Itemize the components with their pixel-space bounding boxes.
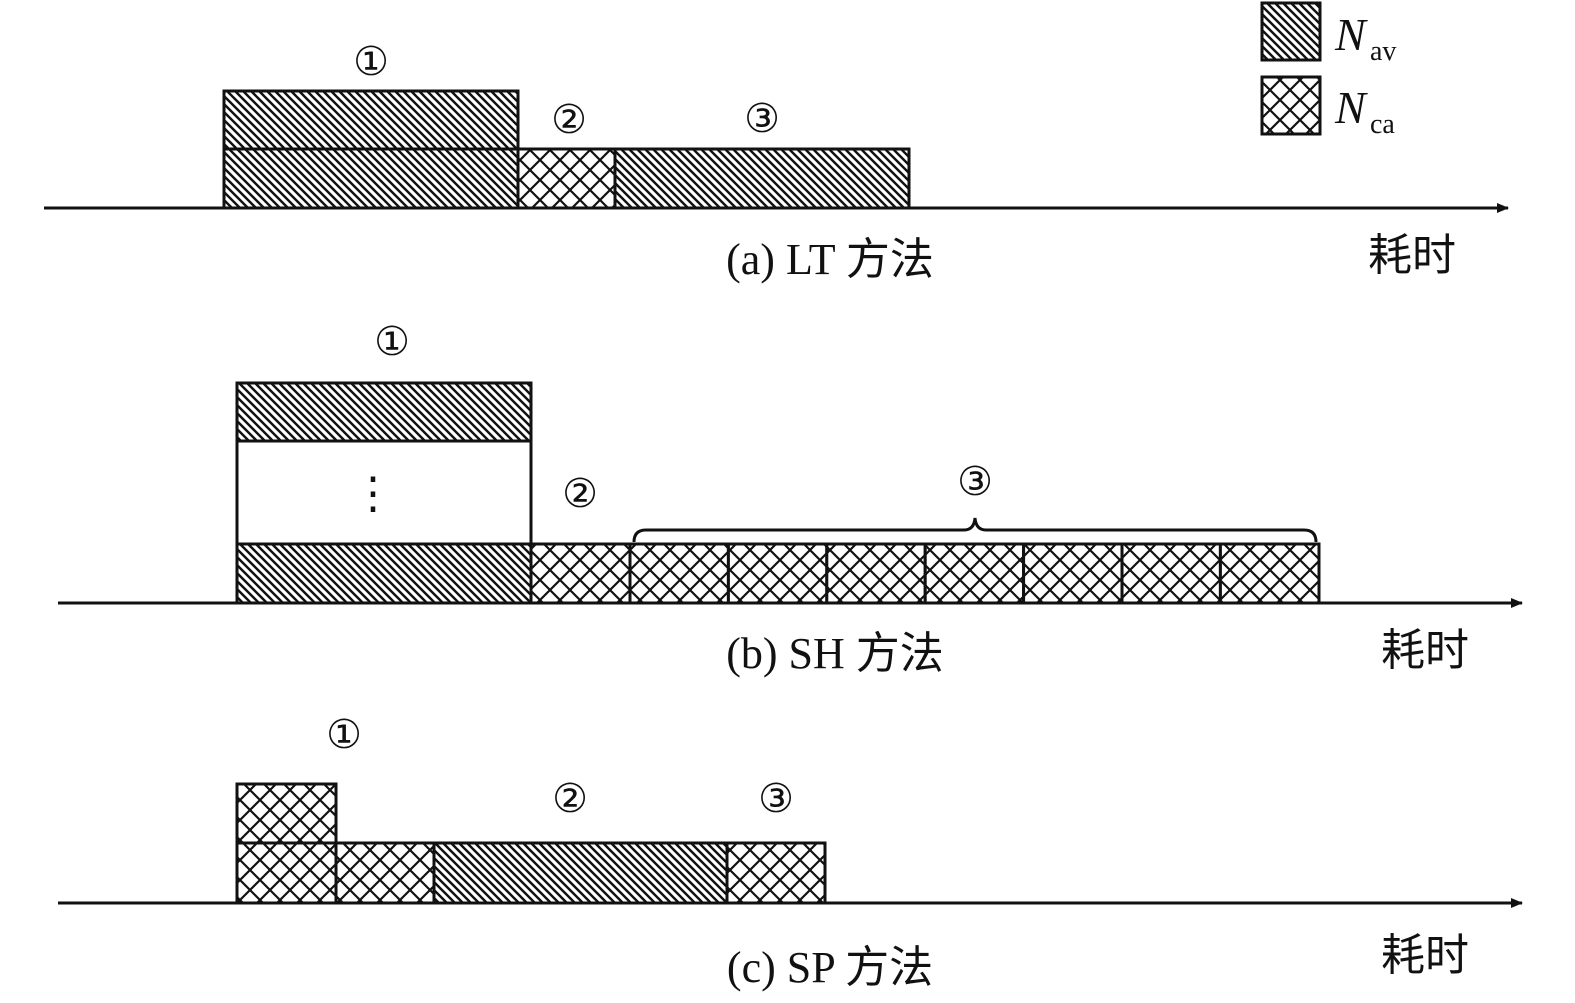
lt-ca-block xyxy=(516,147,617,210)
lt-step-2: ② xyxy=(551,97,587,143)
sp-ca-block xyxy=(235,841,338,905)
sh-ca-repeat-block xyxy=(1218,542,1321,605)
legend-ca-swatch xyxy=(1260,75,1322,136)
sh-axis-label: 耗时 xyxy=(1381,626,1469,675)
sh-step-3: ③ xyxy=(957,459,993,505)
sp-ca-block-top xyxy=(235,782,338,845)
legend-ca-subscript: ca xyxy=(1370,109,1395,140)
sh-ca-repeat-block xyxy=(825,542,927,605)
lt-av-block-2 xyxy=(613,147,911,210)
sh-av-block-top xyxy=(235,381,533,443)
sh-ellipsis: ⋮ xyxy=(351,469,395,518)
lt-step-3: ③ xyxy=(744,96,780,142)
sh-ca-repeat-block xyxy=(1022,542,1124,605)
sh-step-2: ② xyxy=(562,471,598,517)
sp-ca-block-3 xyxy=(725,841,827,905)
sh-omitted-blocks xyxy=(235,439,533,546)
legend: N av N ca xyxy=(1260,1,1396,140)
lt-step-1: ① xyxy=(353,39,389,85)
sh-ca-block xyxy=(529,542,632,605)
sp-av-block xyxy=(432,841,729,905)
lt-axis-label: 耗时 xyxy=(1368,231,1456,280)
sh-ca-repeat-block xyxy=(1120,542,1222,605)
legend-av-swatch xyxy=(1260,1,1322,62)
lt-av-block xyxy=(222,147,520,210)
legend-ca-symbol: N xyxy=(1334,82,1368,133)
panel-sp: ① ② ③ (c) SP 方法 耗时 xyxy=(58,712,1523,992)
sh-caption: (b) SH 方法 xyxy=(726,629,944,678)
sp-step-3: ③ xyxy=(758,776,794,822)
sp-ca-block-2 xyxy=(334,841,436,905)
sh-ca-repeat-block xyxy=(726,542,829,605)
sh-av-block xyxy=(235,542,533,605)
sp-step-1: ① xyxy=(326,712,362,758)
sh-brace xyxy=(632,517,1318,543)
sh-ca-repeat-block xyxy=(923,542,1026,605)
sp-caption: (c) SP 方法 xyxy=(727,943,933,992)
legend-av-subscript: av xyxy=(1370,36,1396,67)
panel-lt: ① ② ③ (a) LT 方法 耗时 xyxy=(44,39,1509,284)
panel-sh: ⋮ ① ② ③ (b) SH 方法 耗时 xyxy=(58,319,1523,678)
legend-av-symbol: N xyxy=(1334,9,1368,60)
sp-axis-label: 耗时 xyxy=(1381,931,1469,980)
lt-av-block-top xyxy=(222,89,520,151)
sp-step-2: ② xyxy=(552,776,588,822)
lt-caption: (a) LT 方法 xyxy=(726,235,934,284)
sh-ca-repeat-block xyxy=(628,542,730,605)
sh-step-1: ① xyxy=(374,319,410,365)
